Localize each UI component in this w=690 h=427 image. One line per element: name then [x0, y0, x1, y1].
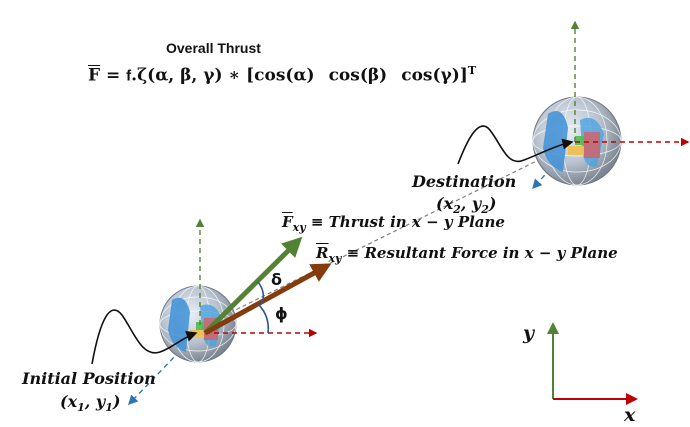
- delta-angle-label: δ: [271, 270, 282, 289]
- delta-arc: [257, 281, 265, 305]
- formula-eq: =: [106, 65, 121, 86]
- thrust-vector: [203, 236, 303, 335]
- formula-f: f: [126, 67, 132, 85]
- resultant-label: Rxy ≡ Resultant Force in x − y Plane: [316, 244, 618, 265]
- resultant-vector: [203, 263, 332, 336]
- phi-arc: [257, 303, 270, 334]
- destination-coord: (x2, y2): [436, 194, 497, 217]
- formula-cos-b: cos(β): [328, 65, 388, 86]
- formula-lhs: F: [88, 65, 101, 86]
- destination-path-curve: [457, 125, 574, 165]
- formula-zeta: .ζ(α, β, γ) ∗ [cos(α): [131, 65, 315, 86]
- x-axis-label: x: [624, 404, 636, 426]
- formula-cos-g: cos(γ)]: [401, 65, 468, 86]
- drone-sphere-icon: [532, 96, 622, 186]
- initial-position-label: Initial Position: [22, 369, 156, 388]
- phi-angle-label: ϕ: [275, 304, 288, 323]
- destination-label: Destination: [412, 172, 517, 191]
- trajectory-line: [204, 141, 576, 326]
- initial-position-coord: (x1, y1): [60, 392, 121, 415]
- y-axis-label: y: [523, 322, 535, 344]
- initial-path-curve: [91, 309, 198, 365]
- formula-sup: T: [467, 64, 477, 77]
- thrust-label: Fxy ≡ Thrust in x − y Plane: [282, 213, 505, 234]
- thrust-formula: F = f.ζ(α, β, γ) ∗ [cos(α) cos(β) cos(γ)]T: [88, 64, 476, 86]
- overall-thrust-title: Overall Thrust: [166, 40, 261, 56]
